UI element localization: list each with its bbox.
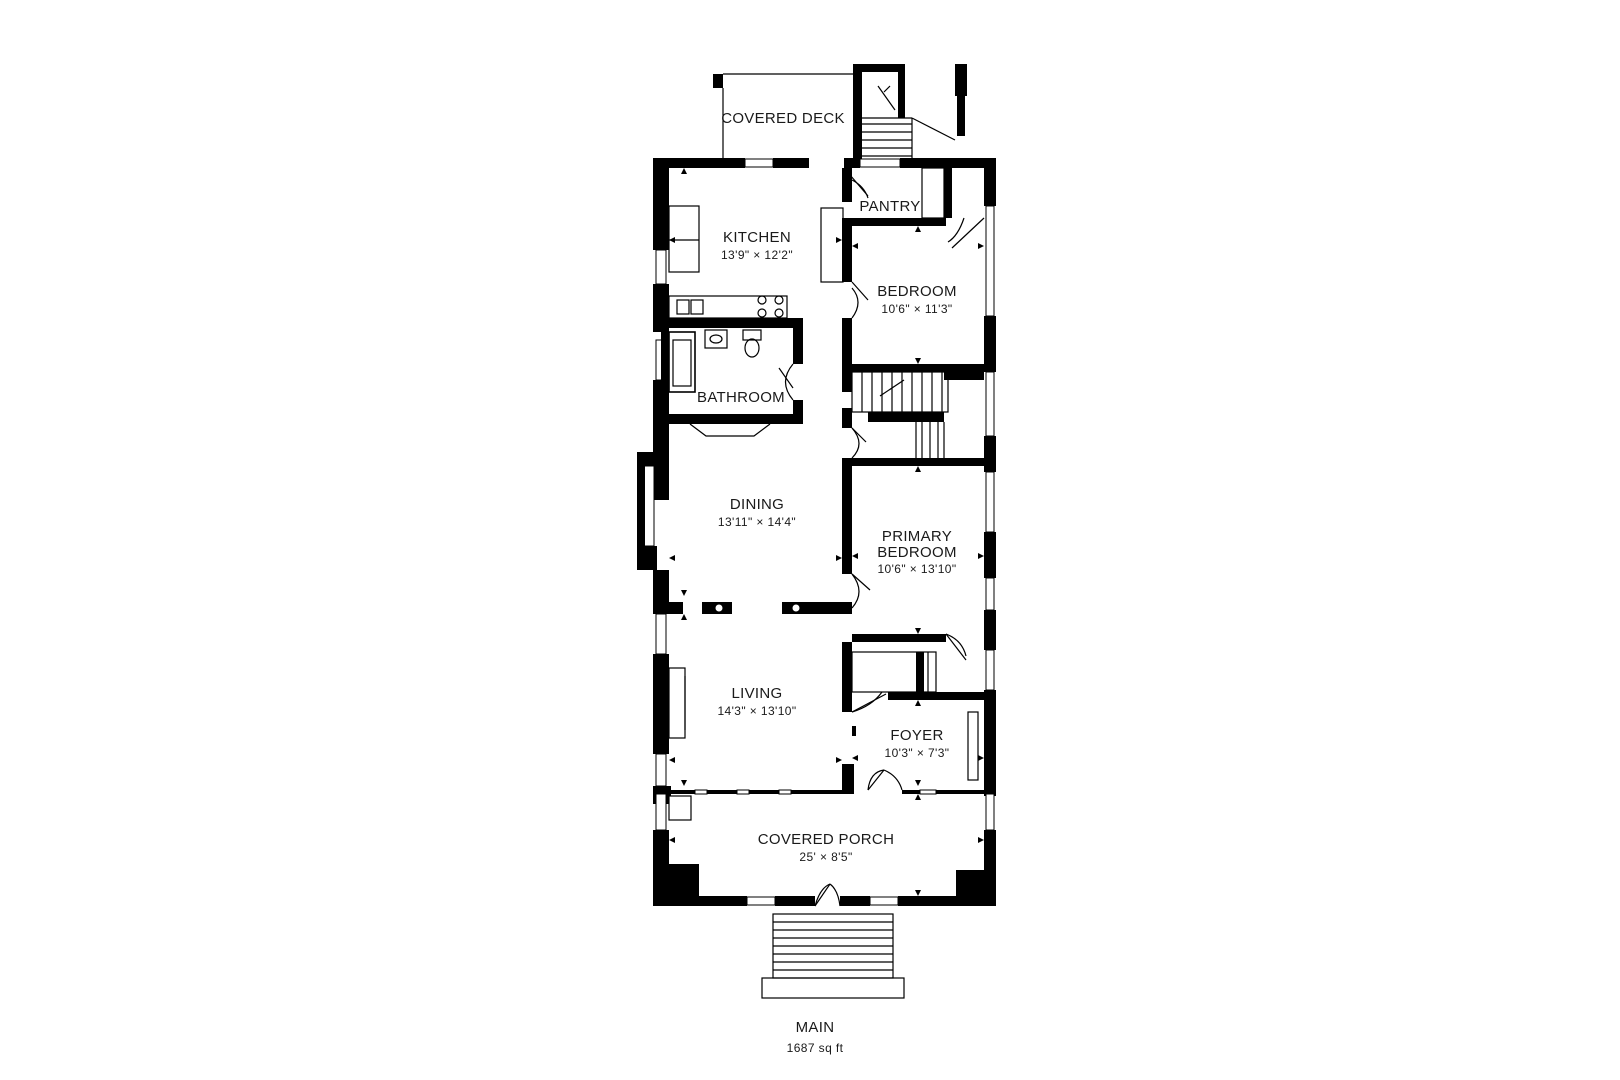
room-size-kitchen: 13'9" × 12'2" bbox=[721, 248, 793, 262]
room-label-primary-bedroom-line2: BEDROOM bbox=[877, 544, 957, 561]
room-size-bedroom: 10'6" × 11'3" bbox=[881, 302, 952, 316]
room-size-living: 14'3" × 13'10" bbox=[717, 704, 796, 718]
front-steps bbox=[761, 913, 905, 999]
room-size-covered-porch: 25' × 8'5" bbox=[799, 850, 852, 864]
floor-name: MAIN bbox=[796, 1019, 835, 1036]
room-label-bedroom: BEDROOM bbox=[877, 283, 957, 300]
kitchen-fixtures bbox=[668, 205, 844, 328]
exterior-walls bbox=[637, 158, 996, 804]
room-label-living: LIVING bbox=[732, 685, 783, 702]
room-label-covered-deck: COVERED DECK bbox=[721, 110, 845, 127]
room-label-covered-porch: COVERED PORCH bbox=[758, 831, 894, 848]
room-label-dining: DINING bbox=[730, 496, 784, 513]
room-size-dining: 13'11" × 14'4" bbox=[718, 515, 796, 529]
covered-deck-area bbox=[713, 73, 856, 158]
interior-walls bbox=[653, 226, 996, 796]
room-label-pantry: PANTRY bbox=[859, 198, 920, 215]
room-label-bathroom: BATHROOM bbox=[697, 389, 785, 406]
room-label-primary-bedroom-line1: PRIMARY bbox=[882, 528, 952, 545]
floor-area: 1687 sq ft bbox=[787, 1041, 844, 1055]
room-label-foyer: FOYER bbox=[890, 727, 943, 744]
room-label-kitchen: KITCHEN bbox=[723, 229, 791, 246]
rear-stairs bbox=[853, 64, 967, 164]
measurement-markers bbox=[669, 168, 984, 896]
room-size-primary-bedroom: 10'6" × 13'10" bbox=[877, 562, 956, 576]
room-size-foyer: 10'3" × 7'3" bbox=[885, 746, 950, 760]
pantry-walls bbox=[842, 167, 985, 249]
porch-walls bbox=[653, 793, 996, 907]
